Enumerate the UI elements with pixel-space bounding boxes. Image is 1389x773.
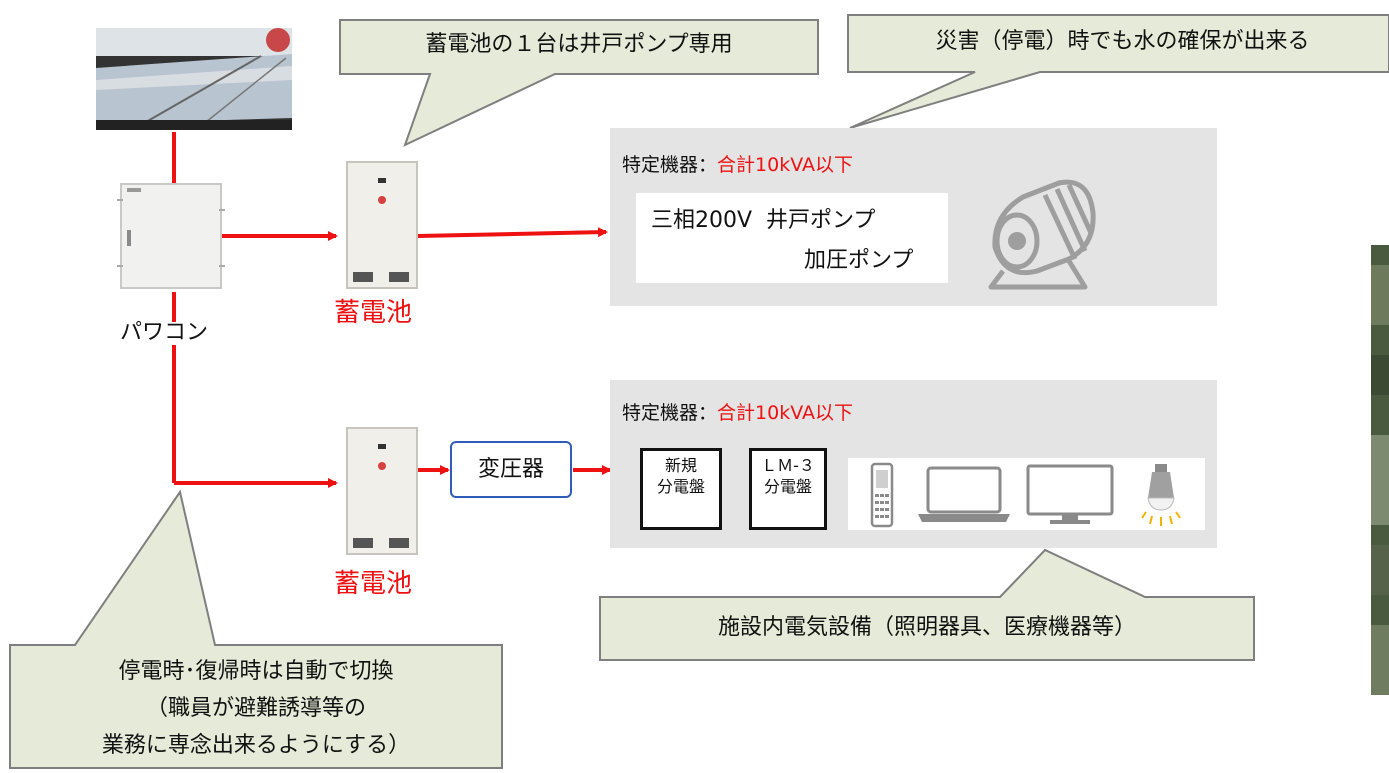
- callout-battery-text: 蓄電池の１台は井戸ポンプ専用: [425, 32, 733, 57]
- pump-load-line2: 加圧ポンプ: [804, 248, 914, 273]
- battery-label-2: 蓄電池: [334, 569, 413, 599]
- battery-cabinet-icon: [345, 160, 419, 290]
- pcs-label: パワコン: [120, 320, 209, 345]
- light-bulb-icon: [1140, 462, 1182, 528]
- aerial-photo: [1371, 245, 1389, 695]
- monitor-icon: [1024, 462, 1116, 526]
- callout-battery-shape: [339, 19, 819, 147]
- solar-panel-photo: [96, 28, 292, 130]
- callout-facility-shape: [599, 548, 1255, 661]
- callout-auto-switch-line3: 業務に専念出来るようにする）: [101, 733, 411, 758]
- power-conditioner-icon: [117, 180, 225, 292]
- lm3-distribution-panel: ＬＭ-３ 分電盤: [749, 448, 827, 530]
- facility-group-title: 特定機器：合計10kVA以下: [622, 402, 853, 424]
- laptop-icon: [916, 464, 1012, 524]
- battery-label-1: 蓄電池: [334, 298, 413, 328]
- mobile-phone-icon: [870, 462, 894, 528]
- pump-group-title: 特定機器：合計10kVA以下: [622, 154, 853, 176]
- callout-disaster-text: 災害（停電）時でも水の確保が出来る: [935, 29, 1310, 54]
- transformer-label: 変圧器: [477, 457, 544, 482]
- pump-load-line1: 三相200V 井戸ポンプ: [651, 208, 876, 233]
- pump-load-box: [636, 193, 948, 283]
- callout-auto-switch-shape: [9, 489, 503, 769]
- battery-cabinet-icon: [345, 426, 419, 556]
- callout-facility-text: 施設内電気設備（照明器具、医療機器等）: [717, 615, 1136, 640]
- new-distribution-panel: 新規 分電盤: [640, 448, 722, 530]
- transformer-box: 変圧器: [450, 441, 572, 498]
- motor-pump-icon: [985, 175, 1100, 295]
- callout-auto-switch-line2: （職員が避難誘導等の: [145, 696, 366, 721]
- callout-auto-switch-line1: 停電時･復帰時は自動で切換: [118, 659, 394, 684]
- callout-disaster-shape: [847, 14, 1389, 129]
